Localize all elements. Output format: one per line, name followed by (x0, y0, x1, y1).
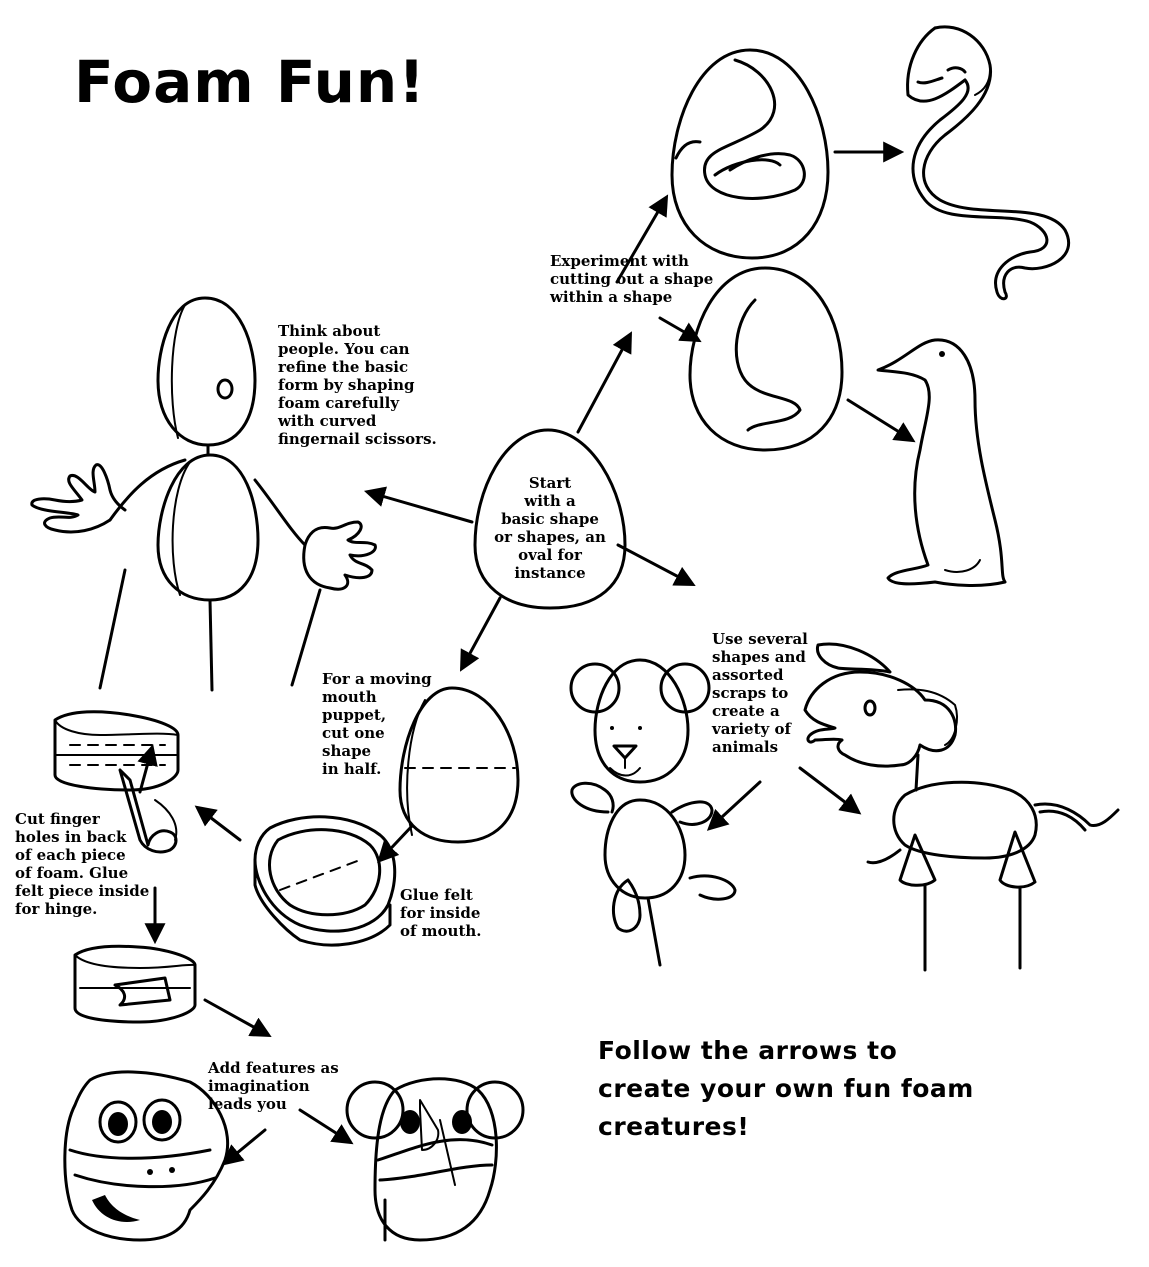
note-several-shapes: Use several shapes and assorted scraps t… (712, 630, 808, 756)
arrow-to-features (203, 998, 272, 1038)
note-experiment: Experiment with cutting out a shape with… (550, 252, 714, 306)
arrow-start-to-animals (616, 543, 696, 586)
snake-egg-shape (670, 48, 830, 260)
note-moving-mouth: For a moving mouth puppet, cut one shape… (322, 670, 432, 778)
note-finger-holes: Cut finger holes in back of each piece o… (15, 810, 150, 918)
arrow-to-mouse (706, 780, 762, 831)
start-oval (473, 428, 627, 610)
arrow-to-penguin (846, 398, 916, 443)
bear-puppet (345, 1077, 525, 1242)
mouth-egg-shape (398, 686, 520, 844)
arrow-to-bear (298, 1108, 354, 1145)
footer-instruction: Follow the arrows to create your own fun… (598, 1036, 974, 1141)
finger-hole-block (53, 710, 180, 854)
arrow-to-horse (798, 766, 862, 815)
frog-puppet (63, 1070, 230, 1242)
arrow-to-hinge (194, 805, 242, 842)
note-start: Start with a basic shape or shapes, an o… (494, 474, 606, 582)
mouse-puppet (569, 658, 737, 967)
person-drawing (30, 296, 377, 692)
page-title: Foam Fun! (74, 48, 426, 116)
snake-drawing (906, 25, 1071, 301)
note-people: Think about people. You can refine the b… (278, 322, 437, 448)
arrow-start-to-person (363, 486, 474, 524)
finger-hole-block-2 (73, 944, 197, 1024)
mouth-half-shape (253, 815, 397, 947)
note-glue-felt: Glue felt for inside of mouth. (400, 886, 482, 940)
arrow-start-to-mouth (459, 596, 502, 672)
penguin-drawing (876, 338, 1007, 587)
arrow-start-to-egg (615, 194, 669, 284)
arrow-start-up (576, 331, 632, 434)
arrow-to-frog (221, 1128, 267, 1166)
arrow-text-to-penguin-egg (658, 316, 702, 343)
arrow-to-mouth-half (377, 824, 414, 864)
note-add-features: Add features as imagination leads you (208, 1059, 339, 1113)
horse-puppet (803, 642, 1120, 972)
